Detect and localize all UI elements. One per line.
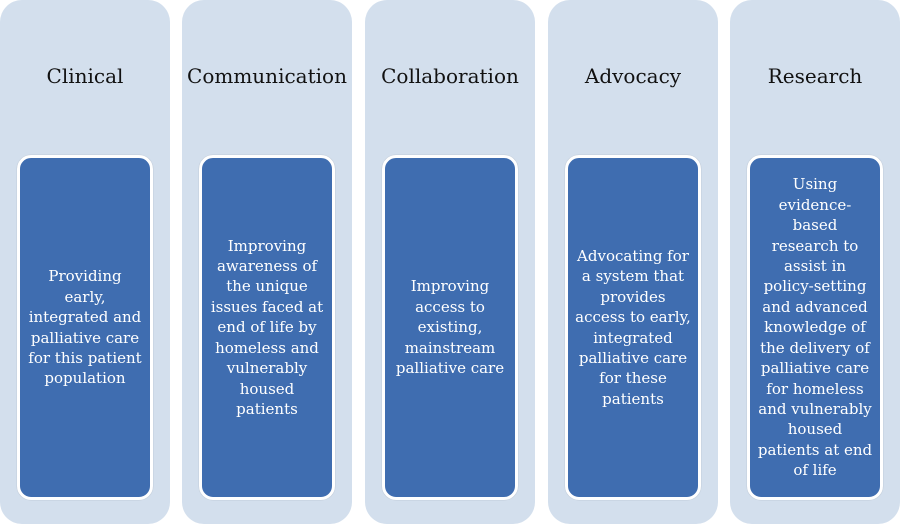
card-collaboration: Improving access to existing, mainstream…: [382, 155, 518, 500]
column-clinical: Clinical Providing early, integrated and…: [0, 0, 170, 524]
column-collaboration: Collaboration Improving access to existi…: [365, 0, 535, 524]
column-title-communication: Communication: [187, 64, 347, 88]
card-advocacy: Advocating for a system that provides ac…: [565, 155, 701, 500]
card-text-clinical: Providing early, integrated and palliati…: [28, 267, 142, 388]
column-title-clinical: Clinical: [46, 64, 124, 88]
column-title-research: Research: [767, 64, 863, 88]
card-research: Using evidence-based research to assist …: [747, 155, 883, 500]
card-text-advocacy: Advocating for a system that provides ac…: [575, 246, 691, 408]
column-title-collaboration: Collaboration: [381, 64, 519, 88]
column-advocacy: Advocacy Advocating for a system that pr…: [548, 0, 718, 524]
card-communication: Improving awareness of the unique issues…: [199, 155, 335, 500]
column-title-advocacy: Advocacy: [584, 64, 682, 88]
card-text-research: Using evidence-based research to assist …: [757, 175, 873, 480]
column-communication: Communication Improving awareness of the…: [182, 0, 352, 524]
card-text-communication: Improving awareness of the unique issues…: [210, 236, 324, 418]
card-text-collaboration: Improving access to existing, mainstream…: [395, 277, 505, 378]
card-clinical: Providing early, integrated and palliati…: [17, 155, 153, 500]
column-research: Research Using evidence-based research t…: [730, 0, 900, 524]
